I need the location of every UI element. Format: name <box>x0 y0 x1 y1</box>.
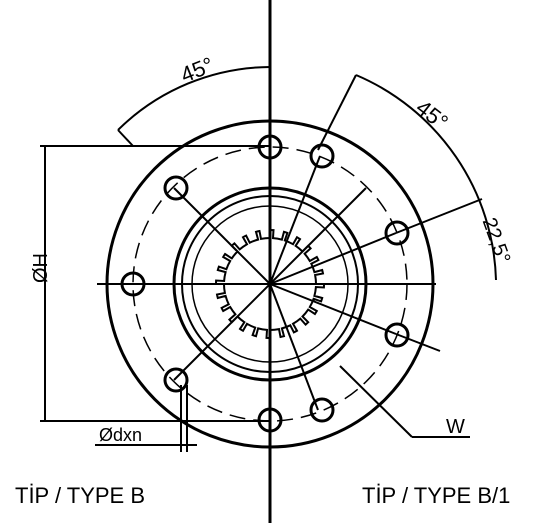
radial-line-lower <box>269 283 319 411</box>
type-label-left: TİP / TYPE B <box>15 483 145 508</box>
hub-inner-circle <box>181 195 359 373</box>
w-label: W <box>446 416 465 438</box>
extension-line-lower <box>395 333 441 352</box>
dia-dxn-label: Ødxn <box>99 425 142 445</box>
spline-profile <box>214 228 326 340</box>
w-leader <box>339 365 413 438</box>
angle-arc-right-outer <box>355 74 497 281</box>
radial-line-45b <box>173 187 271 285</box>
type-label-right: TİP / TYPE B/1 <box>362 483 510 508</box>
dia-h-label: ØH <box>30 253 52 283</box>
bolt-hole <box>309 143 335 169</box>
angle-label-right: 45° <box>411 95 453 135</box>
outer-flange-circle <box>105 119 435 449</box>
bolt-hole <box>384 220 410 246</box>
extension-line-right <box>317 74 357 151</box>
bolt-hole <box>163 175 189 201</box>
bolt-hole <box>384 322 410 348</box>
hub-outer-circle <box>172 186 368 382</box>
bolt-hole <box>309 397 335 423</box>
radial-line-right-up <box>269 232 397 285</box>
radial-line-right-down <box>269 283 397 335</box>
bolt-hole <box>120 271 146 297</box>
bolt-pitch-circle <box>132 146 408 422</box>
angle-label-small: 22,5° <box>478 215 515 267</box>
hub-bore-circle <box>191 205 349 363</box>
bolt-hole <box>163 367 189 393</box>
bolt-holes <box>120 134 410 433</box>
radial-line-bolt <box>269 155 321 285</box>
extension-line-mid <box>395 198 483 234</box>
angle-label-left: 45° <box>177 52 217 88</box>
angle-tick-left <box>117 129 134 147</box>
angle-arc-left-outer <box>117 66 271 131</box>
